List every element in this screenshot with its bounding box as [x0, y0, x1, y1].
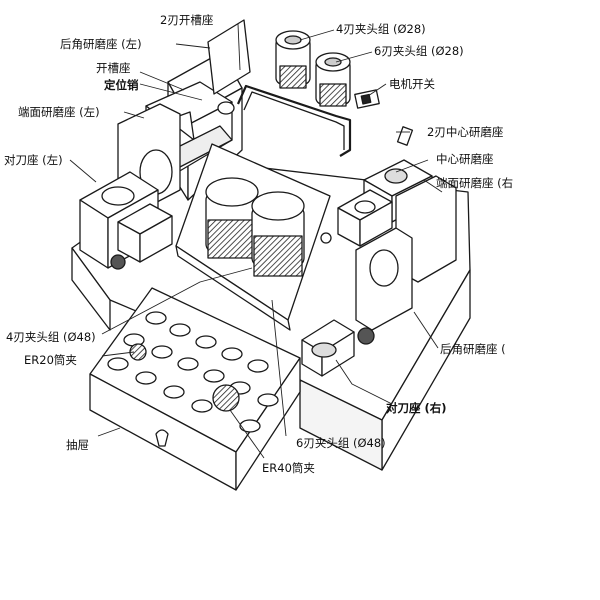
label-motor-switch: 电机开关 [389, 77, 435, 91]
center-tray [175, 143, 332, 331]
label-er40: ER40筒夹 [262, 461, 315, 475]
label-center: 中心研磨座 [436, 152, 494, 166]
left-grinding-seat [117, 19, 251, 213]
tool-seat-right-block [301, 319, 375, 377]
label-locating-pin: 定位销 [104, 78, 139, 92]
label-tool-seat-right: 对刀座 (右) [386, 401, 447, 415]
right-grinding-seats [337, 126, 457, 331]
label-tool-seat-left: 对刀座 (左) [4, 153, 63, 167]
label-clamp-6-28: 6刃夹头组 (Ø28) [374, 44, 464, 58]
drawer [89, 287, 301, 491]
tool-seat-left-block [110, 203, 173, 270]
motor-switch-box [354, 89, 380, 109]
label-slot-seat: 开槽座 [96, 61, 131, 75]
label-clamp-6-48: 6刃夹头组 (Ø48) [296, 436, 386, 450]
label-rear-angle-left: 后角研磨座 (左) [60, 37, 142, 51]
label-slot-seat-2: 2刃开槽座 [160, 13, 214, 27]
label-clamp-4-28: 4刃夹头组 (Ø28) [336, 22, 426, 36]
leader-lines [69, 23, 443, 459]
label-drawer: 抽屉 [66, 438, 89, 452]
label-end-face-left: 端面研磨座 (左) [18, 105, 100, 119]
label-rear-angle-right: 后角研磨座 ( [440, 342, 506, 356]
label-center-2: 2刃中心研磨座 [427, 125, 504, 139]
carry-handle [236, 84, 352, 157]
label-clamp-4-48: 4刃夹头组 (Ø48) [6, 330, 96, 344]
label-end-face-right: 端面研磨座 (右 [436, 176, 514, 190]
label-er20: ER20筒夹 [24, 353, 77, 367]
clamp-group-top [275, 30, 351, 107]
